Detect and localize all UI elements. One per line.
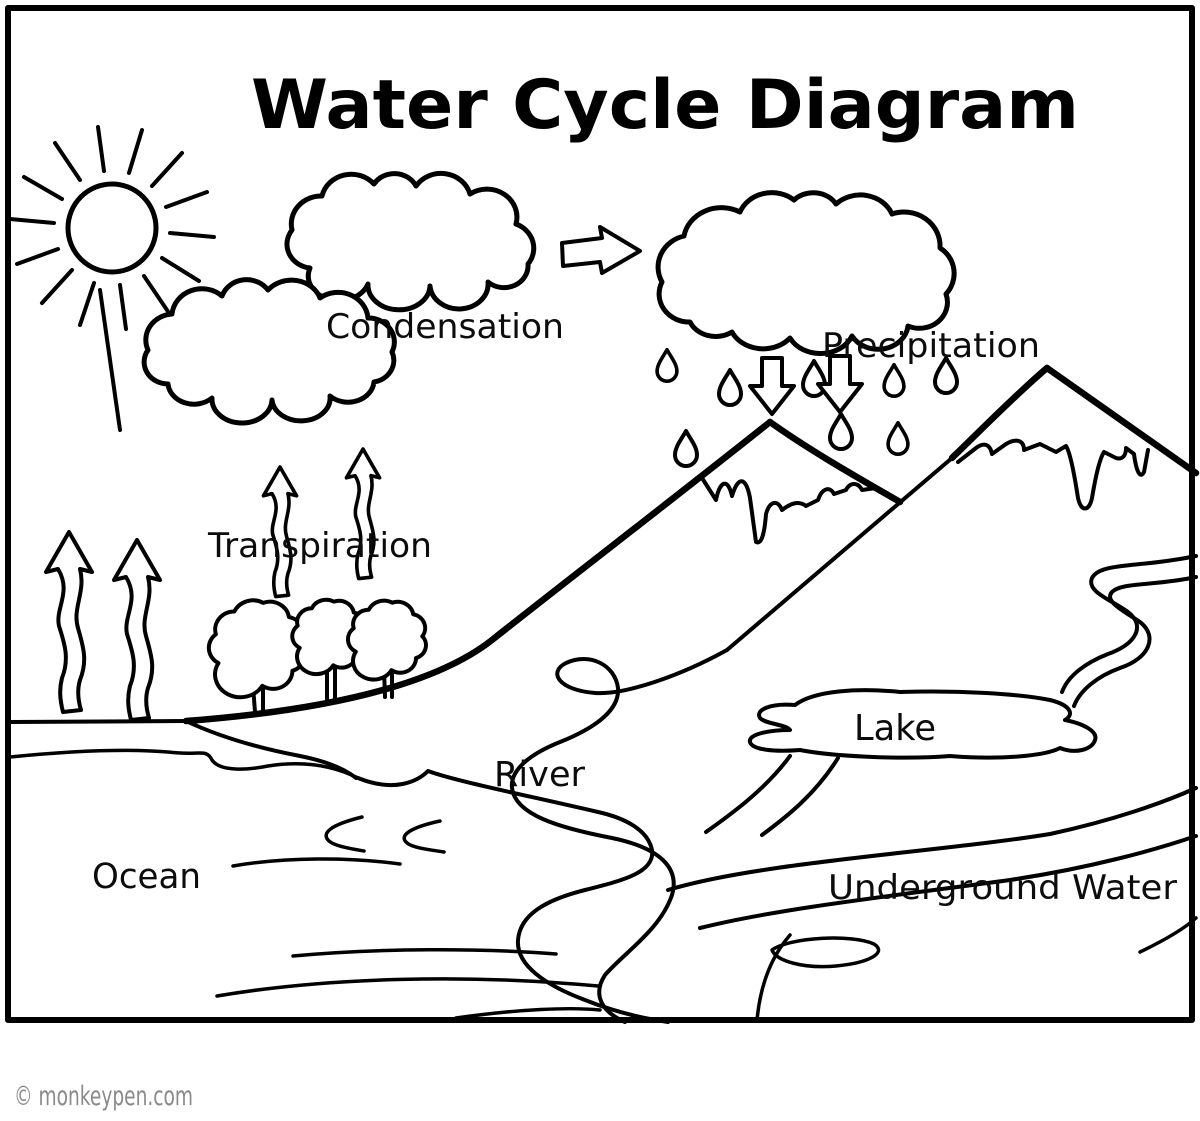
underground-line — [1138, 916, 1198, 954]
underground-water-lines — [666, 786, 1198, 1022]
river-right-bank — [509, 648, 729, 1024]
raindrop-icon — [655, 347, 679, 383]
sun-ray — [118, 283, 128, 331]
sun-ray — [160, 256, 201, 283]
ocean-wave — [231, 857, 402, 868]
mountain-near-right-slope — [766, 418, 904, 506]
precipitation-arrows — [748, 354, 864, 416]
river-left-bank — [356, 769, 670, 1024]
sun-ray — [22, 175, 64, 201]
wavy-up-arrow-icon — [261, 465, 299, 599]
lake-outline — [748, 688, 1098, 760]
tree-icon — [209, 600, 305, 712]
mountain-stream — [1060, 554, 1198, 708]
sun-core — [65, 181, 159, 275]
ocean-wave — [402, 819, 446, 854]
ocean-waves — [215, 815, 602, 1020]
outflow-bank — [704, 754, 792, 834]
coast-line-upper — [184, 719, 358, 780]
sun-ray — [164, 190, 209, 209]
sun-ray — [96, 125, 106, 173]
tree-canopy — [348, 601, 426, 680]
raindrops — [655, 347, 959, 468]
trees — [209, 600, 426, 712]
border-frame — [5, 5, 1195, 1023]
mountain-far-left-slope — [948, 364, 1051, 462]
sun-icon — [8, 125, 216, 432]
underground-line — [666, 786, 1198, 892]
page-title: Water Cycle Diagram — [251, 66, 1079, 145]
stream-bank — [1060, 554, 1198, 694]
sun-ray — [168, 231, 216, 239]
sun-ray — [53, 141, 82, 182]
river-banks — [356, 648, 729, 1024]
raindrop-icon — [882, 362, 906, 398]
evaporation-arrows — [44, 530, 162, 722]
raindrop-icon — [717, 368, 743, 407]
label-ocean: Ocean — [92, 857, 201, 897]
raindrop-icon — [933, 356, 959, 395]
ocean-wave — [215, 977, 600, 998]
mountains — [182, 364, 1200, 725]
right-arrow-icon — [560, 225, 642, 275]
tree-icon — [348, 601, 426, 697]
wavy-up-arrow-icon — [112, 538, 162, 722]
shoreline — [8, 719, 360, 780]
cloud-icon-left — [141, 277, 397, 426]
watermark: © monkeypen.com — [14, 1081, 193, 1112]
raindrop-icon — [828, 412, 854, 451]
stream-bank — [1072, 575, 1198, 708]
label-lake: Lake — [854, 708, 936, 749]
label-river: River — [494, 755, 586, 795]
coast-line-lower — [8, 748, 360, 780]
label-precipitation: Precipitation — [822, 326, 1040, 366]
underground-line — [755, 933, 792, 1022]
wavy-up-arrow-icon — [44, 530, 94, 714]
sun-ray — [98, 288, 122, 432]
outflow-bank — [760, 756, 840, 837]
label-condensation: Condensation — [326, 307, 564, 347]
tree-canopy — [209, 600, 305, 697]
ocean-wave — [324, 815, 366, 853]
ocean-wave — [454, 1006, 602, 1020]
sun-ray — [150, 151, 184, 188]
mountain-far-lower-slope — [725, 456, 954, 652]
underground-line — [698, 834, 1198, 930]
raindrop-icon — [886, 420, 910, 456]
lake-outflow — [704, 754, 840, 837]
snowcap-near — [700, 476, 878, 545]
sun-ray — [15, 247, 60, 266]
sun-ray — [142, 274, 171, 315]
sun-ray — [127, 128, 144, 175]
shore-horizon — [8, 719, 188, 724]
mountain-near-outline — [182, 418, 774, 725]
cloud-icon-rain — [655, 190, 957, 357]
ocean-wave — [291, 947, 558, 958]
sun-ray — [78, 281, 96, 327]
raindrop-icon — [673, 429, 699, 468]
down-arrow-icon — [748, 356, 796, 416]
mountain-far-right-slope — [1043, 364, 1200, 477]
down-arrow-icon — [816, 354, 864, 414]
cloud-icon-top — [284, 170, 537, 313]
sun-rays — [8, 125, 216, 432]
sun-ray — [40, 268, 74, 305]
wavy-up-arrow-icon — [344, 447, 382, 581]
label-transpiration: Transpiration — [207, 526, 432, 566]
transpiration-arrows — [261, 447, 382, 599]
underground-lens — [770, 936, 881, 969]
sun-ray — [8, 217, 56, 225]
label-underground-water: Underground Water — [828, 868, 1177, 908]
snowcap-far — [956, 438, 1150, 511]
